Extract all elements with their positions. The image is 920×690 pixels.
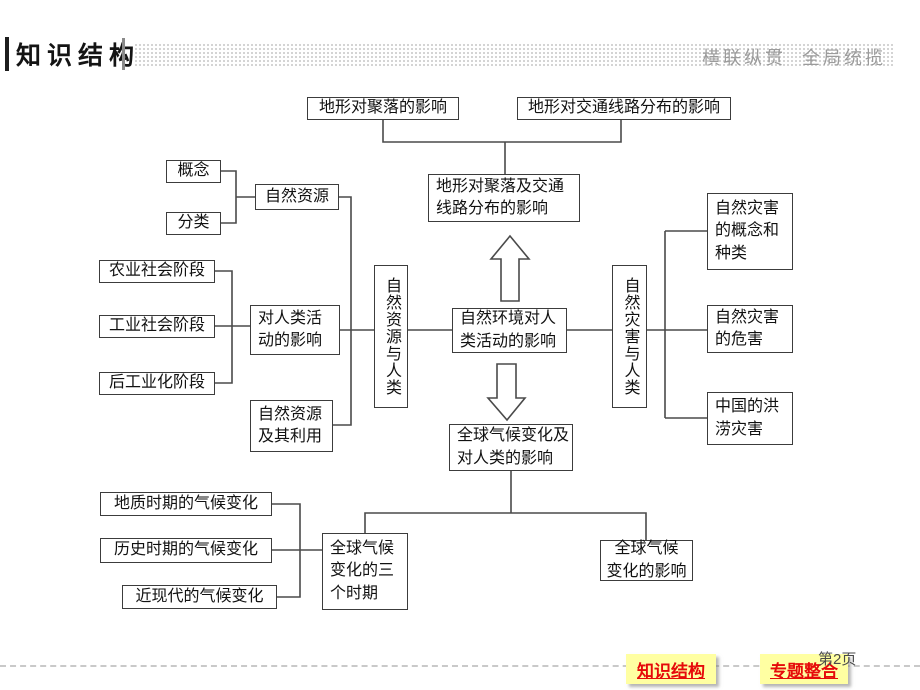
node-environment-impact: 自然环境对人 类活动的影响 xyxy=(452,308,567,353)
dotted-band xyxy=(134,43,894,68)
node-historic-climate: 历史时期的气候变化 xyxy=(100,538,272,563)
page-title: 知识结构 xyxy=(16,42,141,70)
node-agricultural-stage: 农业社会阶段 xyxy=(99,260,215,283)
header-slogan: 横联纵贯 全局统揽 xyxy=(701,48,886,68)
node-human-activity-impact: 对人类活 动的影响 xyxy=(250,305,340,355)
node-climate-change: 全球气候变化及 对人类的影响 xyxy=(449,424,573,471)
node-resources-and-human: 自然资源与人类 xyxy=(374,265,408,408)
node-industrial-stage: 工业社会阶段 xyxy=(99,315,215,338)
node-disaster-concept: 自然灾害 的概念和 种类 xyxy=(707,193,793,270)
title-bar-right xyxy=(122,38,125,70)
node-natural-resources: 自然资源 xyxy=(255,184,339,210)
node-geologic-climate: 地质时期的气候变化 xyxy=(100,492,272,516)
node-disaster-and-human: 自然灾害与人类 xyxy=(612,265,647,408)
node-classification: 分类 xyxy=(166,212,221,235)
title-bar-left xyxy=(5,37,9,71)
node-three-periods: 全球气候 变化的三 个时期 xyxy=(322,533,408,610)
node-terrain-combined: 地形对聚落及交通 线路分布的影响 xyxy=(428,174,580,222)
node-terrain-transport: 地形对交通线路分布的影响 xyxy=(517,97,731,120)
node-terrain-settlement: 地形对聚落的影响 xyxy=(307,97,459,120)
page-number: 第2页 xyxy=(818,651,857,668)
node-postindustrial-stage: 后工业化阶段 xyxy=(99,372,215,395)
footer-dashed-line xyxy=(0,665,920,667)
node-resource-use: 自然资源 及其利用 xyxy=(250,400,333,452)
node-climate-impact: 全球气候 变化的影响 xyxy=(600,540,693,581)
node-concept: 概念 xyxy=(166,160,221,183)
header: 知识结构 横联纵贯 全局统揽 xyxy=(0,34,920,76)
node-disaster-harm: 自然灾害 的危害 xyxy=(707,305,793,353)
node-modern-climate: 近现代的气候变化 xyxy=(122,585,277,609)
down-block-arrow xyxy=(486,363,527,422)
nav-button-knowledge-structure[interactable]: 知识结构 xyxy=(626,654,716,684)
node-china-flood: 中国的洪 涝灾害 xyxy=(707,392,793,445)
up-block-arrow xyxy=(489,234,531,302)
nav-button-topic-integration[interactable]: 专题整合 xyxy=(760,654,848,684)
